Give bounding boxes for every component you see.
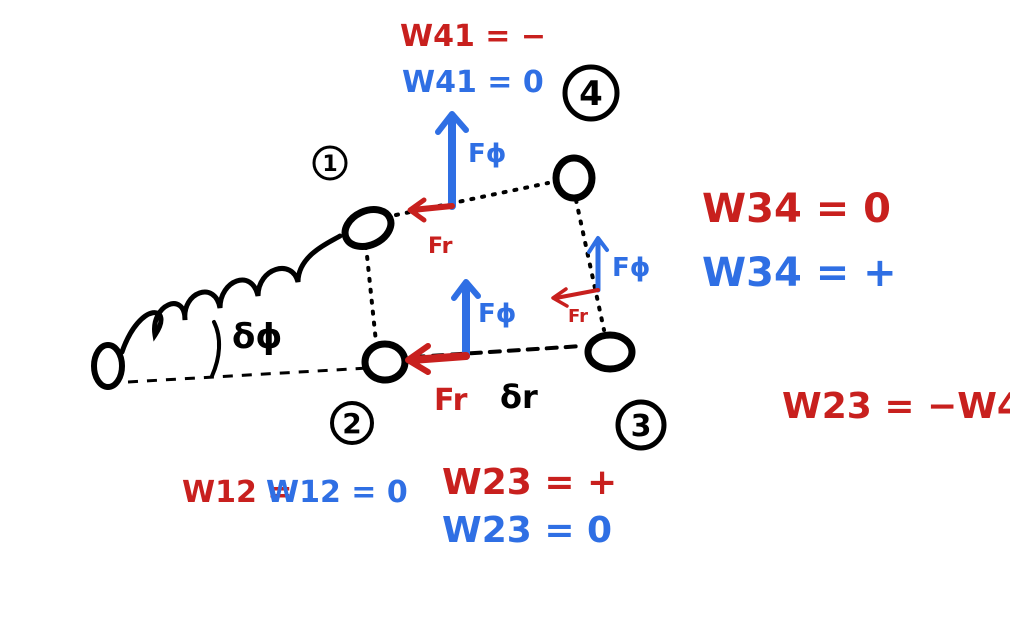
coil-spring	[119, 233, 343, 355]
node-number-circle-1	[312, 145, 348, 181]
fr-label-4-3: Fr	[568, 306, 588, 327]
fphi-arrow-4-3	[587, 236, 609, 293]
work-w23-blue: W23 = 0	[442, 510, 612, 551]
origin-node	[91, 342, 125, 390]
node-number-2: 2	[342, 407, 361, 440]
angle-label: δϕ	[232, 317, 282, 357]
node-number-circle-2	[330, 401, 374, 445]
node-number-1: 1	[322, 152, 337, 177]
work-w34-red: W34 = 0	[702, 186, 891, 232]
node-3	[584, 331, 636, 373]
work-w23-total: W23 = −W4	[782, 386, 1010, 427]
fr-label-2-3: Fr	[434, 383, 468, 418]
work-w12-red: W12 =	[182, 475, 292, 510]
baseline-dashed	[127, 366, 369, 384]
node-1	[341, 206, 395, 250]
fr-label-1-4: Fr	[428, 234, 453, 259]
fr-arrow-1-4	[407, 197, 455, 223]
node-2	[361, 340, 409, 384]
edge-4-3	[574, 198, 606, 332]
fphi-label-1-4: Fϕ	[468, 139, 506, 169]
node-number-4: 4	[579, 74, 603, 114]
angle-arc	[210, 320, 221, 378]
work-w23-red: W23 = +	[442, 462, 617, 503]
work-w41-red: W41 = −	[400, 19, 546, 54]
fphi-label-4-3: Fϕ	[612, 253, 650, 283]
fr-arrow-4-3	[551, 287, 600, 308]
fphi-label-2-3: Fϕ	[478, 299, 516, 329]
fphi-arrow-2-3	[451, 279, 481, 360]
node-number-circle-3	[615, 399, 667, 451]
radial-label: δr	[500, 378, 538, 416]
node-number-3: 3	[631, 409, 652, 444]
fphi-arrow-1-4	[435, 111, 469, 210]
work-w41-blue: W41 = 0	[402, 65, 544, 100]
edge-1-2	[364, 244, 378, 344]
fr-arrow-2-3	[405, 343, 470, 375]
work-w12-blue: W12 = 0	[266, 475, 408, 510]
node-4	[552, 154, 596, 202]
work-w34-blue: W34 = +	[702, 250, 897, 296]
node-number-circle-4	[562, 64, 620, 122]
